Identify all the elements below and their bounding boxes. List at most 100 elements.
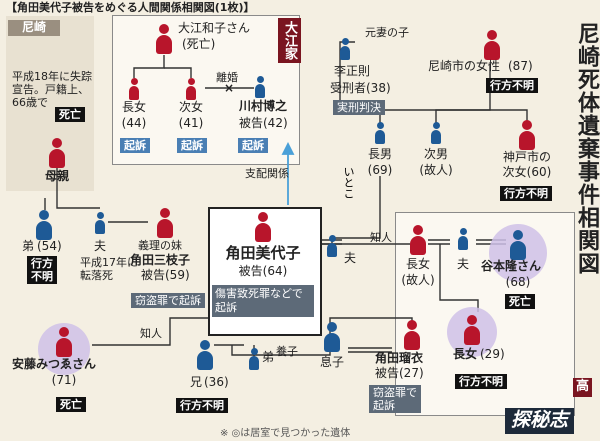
kobe-daughter-female-icon [518,120,536,150]
second-son-male-icon [430,122,442,144]
side-title: 尼崎死体遺棄事件相関図 [574,22,599,275]
miyoko-sub: 被告(64) [238,264,288,278]
kawamura-sub: 被告(42) [239,116,288,130]
mikie-charged-badge: 窃盗罪で起訴 [131,293,205,308]
younger-brother-male-icon [248,348,260,370]
kobe-daughter-missing-badge: 行方不明 [500,186,552,201]
oe-kazuko-sub: (死亡) [182,37,216,51]
oe-second-age: (41) [178,116,204,130]
oe-kazuko-female-icon [155,24,173,54]
younger-brother-label: 弟 [262,350,275,364]
second-son-name: 次男 [423,147,449,161]
ruri-female-icon [403,320,421,350]
miyoko-female-icon [254,212,272,242]
mikie-name: 角田三枝子 [130,253,191,267]
ando-dead-badge: 死亡 [56,397,86,412]
divorce-label: 離婚 [216,71,238,84]
taka-daughter-name: 長女 [453,347,478,361]
ruri-charged-badge: 窃盗罪で 起訴 [369,385,421,413]
region-label-taka: 高 [573,378,593,397]
control-relation-label: 支配関係 [245,167,289,180]
kawamura-charged-badge: 起訴 [238,138,268,153]
oe-eldest-age: (44) [121,116,147,130]
mikie-relation: 義理の妹 [138,239,182,252]
brother-age: (54) [37,239,62,253]
lee-sentenced-badge: 実刑判決 [333,100,385,115]
husband-center-label: 夫 [344,251,357,265]
tanimoto-name: 谷本隆さん [481,259,542,273]
son-label: 息子 [319,355,345,369]
lee-name: 李正則 [334,64,371,78]
amagasaki-woman-female-icon [483,30,501,60]
taka-daughter-female-icon [463,315,481,345]
older-brother-male-icon [196,340,214,370]
oe-eldest-female-icon [128,78,140,100]
lee-male-icon [339,38,351,60]
ando-female-icon [55,327,73,357]
taka-eldest-name: 長女 [405,257,431,271]
eldest-son-name: 長男 [367,147,393,161]
acquaintance-right-label: 知人 [370,231,392,244]
ruri-name: 角田瑠衣 [375,351,424,365]
adopted-label: 養子 [276,345,298,358]
watermark-logo: 探秘志 [505,408,575,434]
region-label-amagasaki: 尼崎 [8,20,61,36]
husband-left-label: 夫 [93,239,107,253]
tanimoto-dead-badge: 死亡 [505,294,535,309]
husband-center-male-icon [326,235,338,257]
miyoko-charged-badge: 傷害致死罪などで起訴 [212,285,314,317]
oe-eldest-name: 長女 [121,100,147,114]
kawamura-male-icon [254,76,266,98]
tanimoto-age: (68) [505,275,531,289]
region-label-oe: 大江家 [278,18,301,63]
diagram-header: 【角田美代子被告をめぐる人間関係相関図(1枚)】 [6,1,255,14]
cousin-label: いとこ [342,166,355,199]
older-brother-missing-badge: 行方不明 [176,398,228,413]
brother-missing-badge: 行方 不明 [27,256,57,284]
oe-eldest-charged-badge: 起訴 [120,138,150,153]
taka-husband-male-icon [457,228,469,250]
lee-sub: 受刑者(38) [330,81,391,95]
miyoko-name: 角田美代子 [225,244,301,262]
mikie-sub: 被告(59) [141,268,190,282]
missing-notice-dead-badge: 死亡 [55,107,85,122]
mikie-female-icon [156,208,174,238]
older-brother-name: 兄 [190,375,203,389]
husband-left-note: 平成17年に 転落死 [80,256,138,282]
taka-daughter-missing-badge: 行方不明 [455,374,507,389]
son-male-icon [323,322,341,352]
amagasaki-woman-name: 尼崎市の女性 [428,59,501,73]
ruri-sub: 被告(27) [375,366,424,380]
mother-label: 母親 [44,169,70,183]
kobe-daughter-name: 神戸市の [502,150,552,164]
tanimoto-male-icon [509,230,527,260]
taka-eldest-female-icon [409,225,427,255]
mother-female-icon [48,138,66,168]
ex-wife-child-label: 元妻の子 [365,26,409,39]
oe-kazuko-name: 大江和子さん [178,21,251,35]
divorce-mark: × [224,81,235,95]
oe-second-female-icon [185,78,197,100]
brother-male-icon [35,210,53,240]
oe-second-name: 次女 [178,100,204,114]
oe-second-charged-badge: 起訴 [177,138,207,153]
missing-notice-text: 平成18年に失踪 宣告。戸籍上、 66歳で [12,70,92,109]
taka-eldest-sub: (故人) [401,273,435,287]
amagasaki-woman-age: (87) [508,59,533,73]
older-brother-age: (36) [204,375,229,389]
taka-husband-label: 夫 [456,257,470,271]
eldest-son-male-icon [374,122,386,144]
kawamura-name: 川村博之 [239,99,288,113]
brother-name: 弟 [22,239,35,253]
acquaintance-left-label: 知人 [140,327,162,340]
kobe-daughter-sub: 次女(60) [502,165,552,179]
taka-daughter-age: (29) [480,347,505,361]
footer-note: ※ ◎は居室で見つかった遺体 [220,428,351,439]
ando-age: (71) [51,373,77,387]
husband-left-male-icon [94,212,106,234]
eldest-son-age: (69) [367,163,393,177]
ando-name: 安藤みつゑさん [12,357,97,371]
second-son-sub: (故人) [419,163,453,177]
amagasaki-woman-missing-badge: 行方不明 [486,78,538,93]
